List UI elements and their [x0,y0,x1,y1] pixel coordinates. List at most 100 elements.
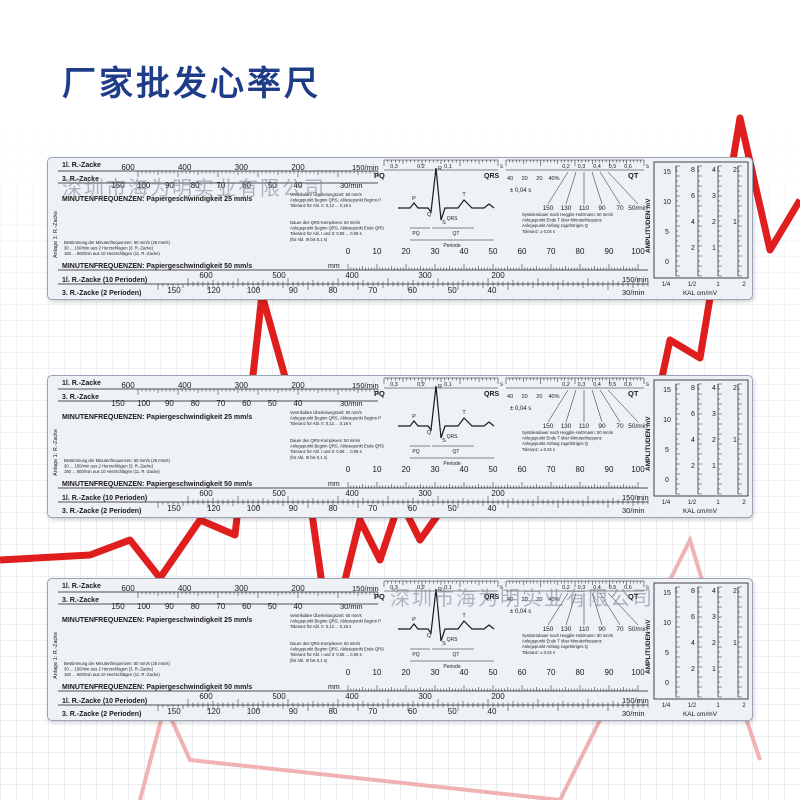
row4-number: 120 [207,286,221,295]
qt-label: QT [628,592,639,601]
heart-rate-number: 150 [543,423,554,430]
kal-number: 1 [716,703,720,709]
pq-number: 0,2 [417,382,425,388]
note-text: Toleranz für Abl. I und II: 0,06 ... 0,0… [290,652,362,657]
row4-number: 120 [207,504,221,513]
row4-number: 150 [167,504,181,513]
heart-rate-number: 90 [598,626,606,633]
mm-number: 40 [460,247,469,256]
percent-number: 20 [522,394,528,400]
row1-label: 1l. R.-Zacke [62,380,101,387]
amplitude-right-number: 2 [712,219,716,226]
qrs-annotation: QRS [447,434,459,440]
row1-number: 200 [291,584,305,593]
pq-annotation: PQ [412,449,419,455]
mm-number: 50 [489,465,498,474]
ecg-waveform [398,167,495,221]
row2-number: 100 [137,399,151,408]
kal-label: KAL cm/mV [683,711,718,718]
row3-number: 200 [491,692,505,701]
row2-number: 40 [294,602,303,611]
row2-number: 50 [268,181,277,190]
row1-unit: 150/min [352,584,379,593]
amplitude-right-number: 1 [712,463,716,470]
row1-number: 400 [178,584,192,593]
pq-number: 0,1 [444,164,452,170]
qt-annotation: QT [453,449,460,455]
row4-number: 150 [167,707,181,716]
pq-label: PQ [374,171,385,180]
heart-rate-number: 150 [543,205,554,212]
qt-number: 0,6 [624,585,632,591]
row4-number: 120 [207,707,221,716]
note-text: Bestimmung der Minutenfrequenzen: 50 mm/… [64,240,170,245]
row4-unit: 30/min [622,709,645,718]
pq-number: 0,2 [417,164,425,170]
qt-number: 0,3 [578,382,586,388]
kal-number: 1/4 [662,282,671,288]
qrs-label: QRS [484,173,500,180]
note-text: Toleranz für Abl. II: 0,12 ... 0,18 s [290,624,351,629]
amplitude-far-number: 2 [733,588,737,595]
amplitude-label: AMPLITUDEN mV [645,416,652,471]
note-text: Anlegepunkt Anfang zugehöriges Q [522,223,589,228]
ecg-label-t: T [462,613,466,619]
note-text: Systolendauer nach Hegglin-Holzmann: 50 … [522,212,613,217]
amplitude-mid-number: 2 [691,666,695,673]
s-label: s [500,164,503,170]
qt-number: 0,4 [593,382,601,388]
amplitude-left-number: 10 [663,417,671,424]
ecg-label-s: S [442,641,446,647]
ecg-waveform [398,588,495,642]
note-text: Anlegepunkt Beginn QRS, Ablesepunkt Begi… [290,619,381,624]
row4-number: 100 [247,707,261,716]
fan-line [547,592,569,626]
note-text: 150 ... 600/min aus 10 Herzschlägen (11.… [64,251,160,256]
row1-number: 600 [121,584,135,593]
heart-rate-number: 150 [543,626,554,633]
percent-number: 20 [522,597,528,603]
ecg-label-s: S [442,438,446,444]
note-text: Bestimmung der Minutenfrequenzen: 50 mm/… [64,661,170,666]
note-text: (für Abl. III bis 0,1 s) [290,237,328,242]
amplitude-right-number: 3 [712,411,716,418]
fan-line [565,171,577,205]
heart-rate-number: 90 [598,423,606,430]
amplitude-far-number: 1 [733,219,737,226]
mm-number: 90 [605,668,614,677]
side-label: Anlage 1: R.-Zacke [53,632,59,679]
heart-rate-number: 130 [561,423,572,430]
percent-number: 40% [548,394,559,400]
s-label: s [646,382,649,388]
percent-number: 40% [548,597,559,603]
row1-number: 200 [291,163,305,172]
row2-unit: 30/min [340,181,363,190]
row4-unit: 30/min [622,506,645,515]
pq-label: PQ [374,592,385,601]
ecg-label-p: P [412,196,416,202]
row2-number: 70 [216,602,225,611]
row4-number: 50 [448,707,457,716]
mm-label: mm [328,481,340,488]
amplitude-mid-number: 4 [691,219,695,226]
row4-number: 90 [289,707,298,716]
pq-number: 0,2 [417,585,425,591]
tolerance-label: ± 0,04 s [510,188,531,194]
row2-number: 150 [111,181,125,190]
row3-unit: 150/min [622,696,649,705]
note-text: Anlegepunkt Ende T über Minutenfrequenz [522,436,602,441]
row4-number: 50 [448,286,457,295]
fan-line [599,171,621,205]
row2-number: 50 [268,602,277,611]
ecg-label-p: P [412,414,416,420]
ecg-label-r: R [438,587,442,593]
ecg-label-q: Q [427,430,432,436]
row3-label: 1l. R.-Zacke (10 Perioden) [62,698,147,705]
row2-number: 70 [216,181,225,190]
amplitude-box [653,161,749,279]
mm-number: 100 [631,247,645,256]
qt-number: 0,5 [609,164,617,170]
pq-label: PQ [374,389,385,398]
page-title: 厂家批发心率尺 [62,64,321,104]
